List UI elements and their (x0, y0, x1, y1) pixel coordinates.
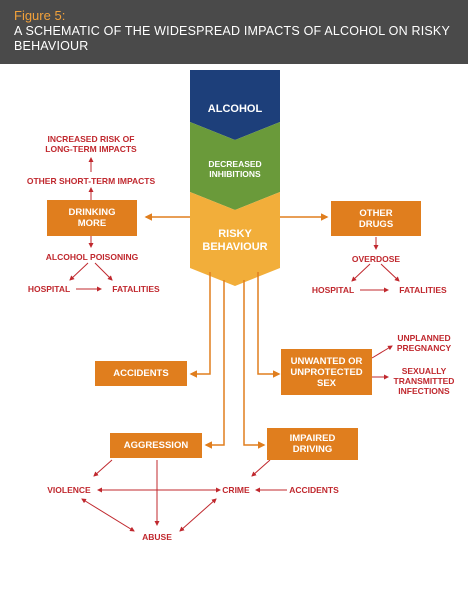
abuse-label: ABUSE (142, 532, 172, 542)
figure-number: Figure 5: (14, 8, 66, 23)
fatalities-right-label: FATALITIES (399, 285, 447, 295)
risky-behaviour-label: RISKY BEHAVIOUR (202, 228, 268, 253)
aggression-box: AGGRESSION (110, 433, 202, 458)
diagram-connectors (69, 70, 400, 532)
crime-label: CRIME (222, 485, 250, 495)
hospital-right-label: HOSPITAL (311, 285, 355, 295)
accidents-box: ACCIDENTS (95, 361, 187, 386)
risky-behaviour-chevron (190, 192, 280, 286)
alcohol-label: ALCOHOL (207, 103, 263, 115)
inhibitions-label: DECREASED INHIBITIONS (208, 159, 262, 179)
hospital-left-label: HOSPITAL (27, 284, 71, 294)
other-drugs-box: OTHER DRUGS (331, 201, 421, 236)
inhibitions-chevron (190, 122, 280, 210)
overdose-label: OVERDOSE (351, 254, 401, 264)
accidents-driving-label: ACCIDENTS (289, 485, 339, 495)
violence-label: VIOLENCE (47, 485, 91, 495)
unplanned-pregnancy-label: UNPLANNED PREGNANCY (396, 333, 452, 353)
unprotected-sex-box: UNWANTED OR UNPROTECTED SEX (281, 349, 372, 395)
alcohol-chevron (190, 70, 280, 140)
figure-title: A SCHEMATIC OF THE WIDESPREAD IMPACTS OF… (14, 24, 450, 53)
figure-header: Figure 5: A SCHEMATIC OF THE WIDESPREAD … (0, 0, 468, 64)
long-term-impacts-label: INCREASED RISK OF LONG-TERM IMPACTS (45, 134, 137, 154)
sti-label: SEXUALLY TRANSMITTED INFECTIONS (393, 366, 455, 396)
impaired-driving-box: IMPAIRED DRIVING (267, 428, 358, 460)
alcohol-poisoning-label: ALCOHOL POISONING (45, 252, 139, 262)
fatalities-left-label: FATALITIES (112, 284, 160, 294)
short-term-impacts-label: OTHER SHORT-TERM IMPACTS (26, 176, 156, 186)
drinking-more-box: DRINKING MORE (47, 200, 137, 236)
